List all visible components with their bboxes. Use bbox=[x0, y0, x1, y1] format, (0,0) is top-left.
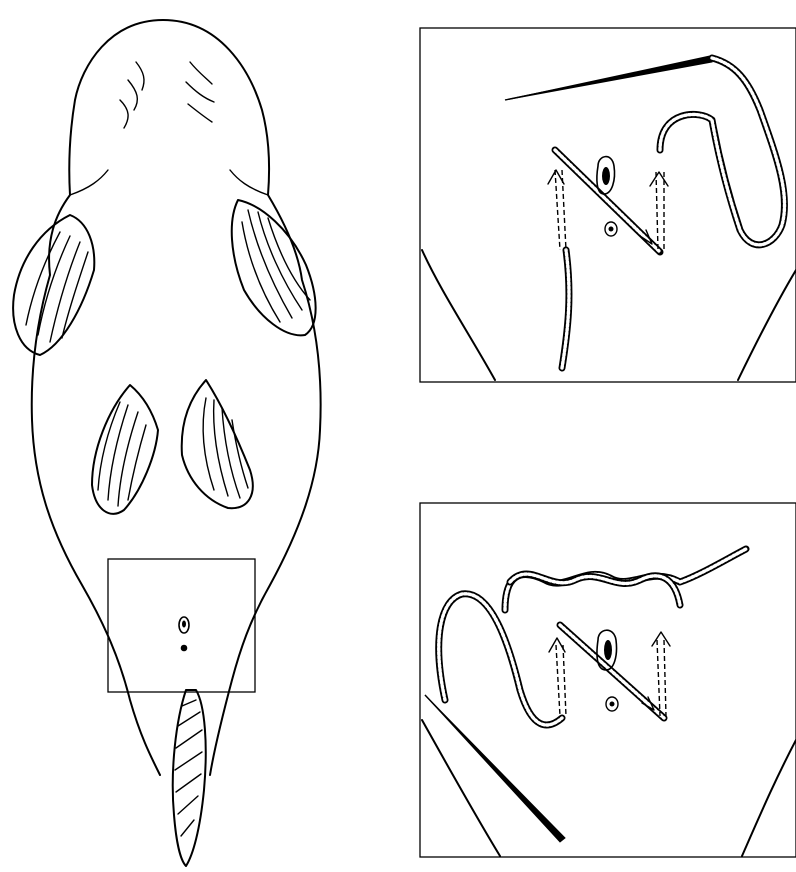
hind-left-limb bbox=[92, 385, 158, 514]
suture-step-one bbox=[420, 28, 796, 382]
mouse-dorsal-view bbox=[13, 20, 320, 866]
head-shoulder-line-right bbox=[230, 170, 268, 195]
suture-step-two bbox=[420, 503, 796, 857]
hind-right-limb bbox=[182, 380, 253, 508]
head-markings bbox=[120, 62, 214, 128]
front-left-limb bbox=[13, 215, 94, 355]
front-right-limb bbox=[232, 200, 316, 335]
head-shoulder-line-left bbox=[70, 170, 108, 195]
tail bbox=[173, 690, 206, 866]
mouse-body-outline bbox=[32, 20, 321, 775]
orifice-icon bbox=[179, 617, 189, 651]
region-highlight-box bbox=[108, 559, 255, 692]
